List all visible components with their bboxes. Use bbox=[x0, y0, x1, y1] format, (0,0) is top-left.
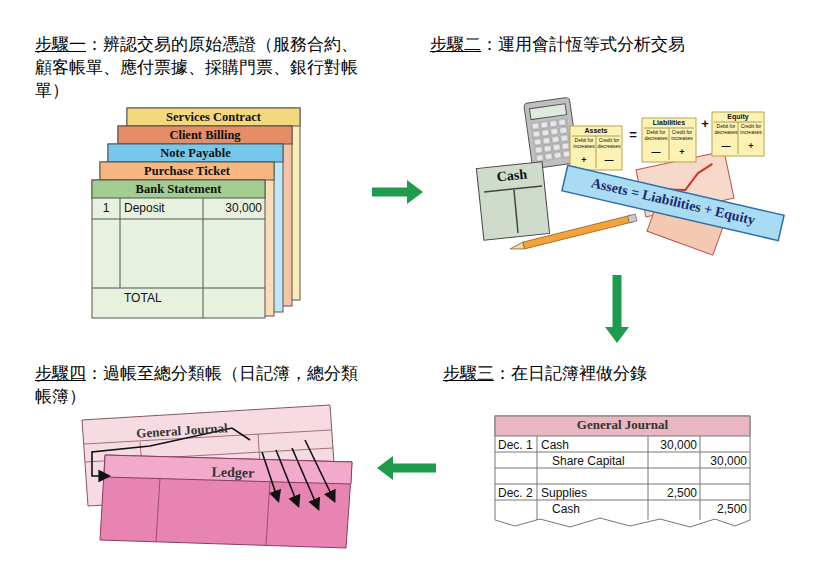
step-number: 步驟四 bbox=[35, 363, 86, 383]
illustration-label: Note Payable bbox=[108, 146, 283, 160]
illustration-label: TOTAL bbox=[124, 292, 202, 306]
illustration-label: 30,000 bbox=[702, 455, 747, 469]
illustration-label: Debit for increases bbox=[572, 138, 596, 150]
illustration-label: — bbox=[597, 155, 621, 165]
illustration-label: Supplies bbox=[541, 487, 646, 501]
flow-arrow bbox=[605, 275, 629, 343]
illustration-label: Assets bbox=[571, 127, 621, 135]
step-number: 步驟三 bbox=[443, 363, 494, 383]
illustration-label: Debit for decreases bbox=[644, 130, 668, 142]
illustration-label: + bbox=[670, 147, 694, 157]
illustration-label: Client Billing bbox=[118, 128, 292, 142]
illustration-label: 1 bbox=[94, 202, 118, 216]
illustration-label: General Journal bbox=[495, 418, 750, 433]
illustration-label: + bbox=[699, 117, 711, 132]
step-description: ：在日記簿裡做分錄 bbox=[494, 363, 647, 383]
step-heading: 步驟二：運用會計恆等式分析交易 bbox=[430, 33, 785, 56]
illustration-label: Liabilities bbox=[643, 119, 695, 127]
posting-illustration bbox=[82, 405, 352, 548]
illustration-label: Deposit bbox=[124, 202, 202, 216]
document-stack bbox=[92, 108, 300, 318]
illustration-label: Bank Statement bbox=[92, 182, 265, 196]
step-number: 步驟二 bbox=[430, 34, 481, 54]
illustration-label: Equity bbox=[713, 113, 763, 121]
step-panel: 步驟四：過帳至總分類帳（日記簿，總分類帳簿） bbox=[30, 345, 375, 560]
step-number: 步驟一 bbox=[35, 34, 86, 54]
illustration-label: Cash bbox=[483, 165, 540, 187]
illustration-label: Credit for decreases bbox=[597, 138, 621, 150]
illustration-label: Ledger bbox=[178, 464, 288, 483]
illustration-label: — bbox=[644, 147, 668, 157]
illustration-label: = bbox=[625, 128, 641, 143]
illustration-label: General Journal bbox=[118, 420, 247, 443]
illustration-label: 2,500 bbox=[650, 487, 697, 501]
step-description: ：運用會計恆等式分析交易 bbox=[481, 34, 685, 54]
illustration-label: Dec. 1 bbox=[498, 439, 536, 453]
illustration-label: Credit for increases bbox=[739, 124, 763, 136]
journal-page bbox=[495, 416, 750, 527]
step-heading: 步驟一：辨認交易的原始憑證（服務合約、顧客帳單、應付票據、採購門票、銀行對帳單） bbox=[35, 33, 365, 102]
illustration-label: Dec. 2 bbox=[498, 487, 536, 501]
illustration-label: Services Contract bbox=[127, 110, 300, 124]
illustration-label: Purchase Ticket bbox=[100, 164, 274, 178]
illustration-label: Debit for decreases bbox=[714, 124, 738, 136]
illustration-label: Credit for increases bbox=[670, 130, 694, 142]
illustration-label: — bbox=[714, 141, 738, 151]
illustration-label: Cash bbox=[541, 439, 646, 453]
flow-arrow bbox=[372, 180, 423, 204]
illustration-label: + bbox=[739, 141, 763, 151]
illustration-label: 30,000 bbox=[650, 439, 697, 453]
step-heading: 步驟三：在日記簿裡做分錄 bbox=[443, 350, 778, 385]
flow-arrow bbox=[377, 456, 436, 480]
illustration-label: 30,000 bbox=[205, 202, 262, 216]
illustration-label: 2,500 bbox=[702, 503, 747, 517]
step-panel: 步驟二：運用會計恆等式分析交易 bbox=[425, 28, 790, 273]
illustration-label: Assets = Liabilities + Equity bbox=[563, 169, 783, 235]
equation-illustration bbox=[476, 97, 784, 255]
illustration-label: Share Capital bbox=[552, 455, 646, 469]
step-heading: 步驟四：過帳至總分類帳（日記簿，總分類帳簿） bbox=[35, 350, 370, 408]
illustration-label: + bbox=[572, 155, 596, 165]
illustration-label: Cash bbox=[552, 503, 646, 517]
